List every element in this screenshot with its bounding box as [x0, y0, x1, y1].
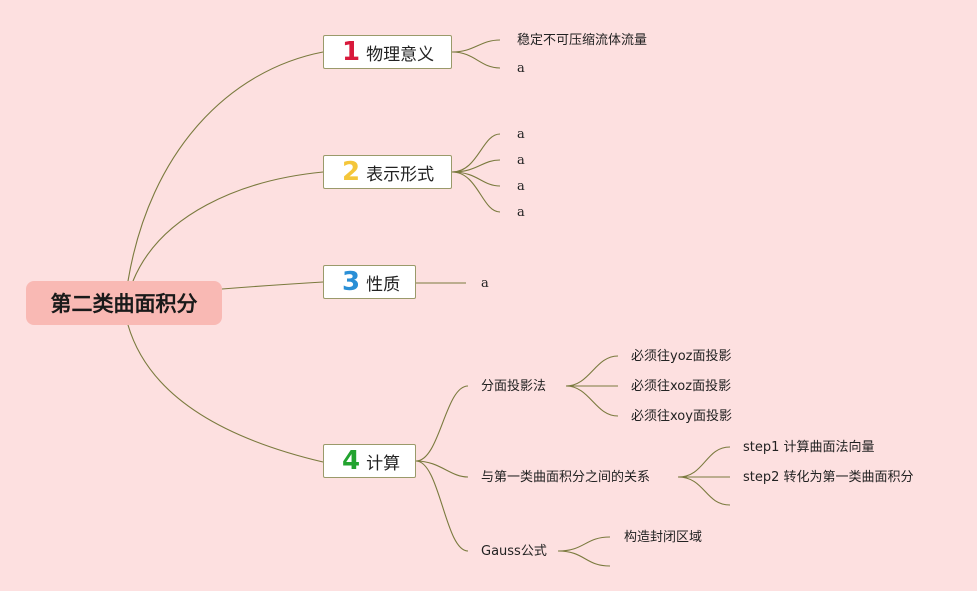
leaf-item[interactable]: a — [517, 153, 525, 168]
topic-properties[interactable]: 3 性质 — [323, 265, 416, 299]
topic-label: 表示形式 — [366, 164, 435, 185]
number-1-icon: 1 — [342, 37, 361, 67]
leaf-item[interactable]: a — [517, 179, 525, 194]
leaf-project-xoz[interactable]: 必须往xoz面投影 — [631, 379, 732, 394]
leaf-item[interactable]: a — [517, 127, 525, 142]
number-4-icon: 4 — [342, 446, 361, 476]
leaf-item[interactable]: a — [517, 205, 525, 220]
leaf-project-yoz[interactable]: 必须往yoz面投影 — [631, 349, 732, 364]
leaf-item[interactable]: a — [481, 276, 489, 291]
number-3-icon: 3 — [342, 267, 361, 297]
subtopic-gauss-formula[interactable]: Gauss公式 — [481, 544, 547, 559]
root-topic[interactable]: 第二类曲面积分 — [26, 281, 222, 325]
leaf-project-xoy[interactable]: 必须往xoy面投影 — [631, 409, 732, 424]
topic-label: 计算 — [366, 453, 401, 474]
leaf-step2[interactable]: step2 转化为第一类曲面积分 — [743, 470, 914, 485]
leaf-item[interactable]: a — [517, 61, 525, 76]
leaf-flux-meaning[interactable]: 稳定不可压缩流体流量 — [517, 33, 648, 48]
subtopic-projection-method[interactable]: 分面投影法 — [481, 379, 547, 394]
leaf-closed-region[interactable]: 构造封闭区域 — [624, 530, 703, 545]
leaf-step1[interactable]: step1 计算曲面法向量 — [743, 440, 875, 455]
topic-label: 物理意义 — [366, 44, 435, 65]
topic-representation[interactable]: 2 表示形式 — [323, 155, 452, 189]
topic-label: 性质 — [366, 274, 401, 295]
subtopic-relation-first-kind[interactable]: 与第一类曲面积分之间的关系 — [481, 470, 651, 485]
topic-calculation[interactable]: 4 计算 — [323, 444, 416, 478]
number-2-icon: 2 — [342, 157, 361, 187]
topic-physical-meaning[interactable]: 1 物理意义 — [323, 35, 452, 69]
